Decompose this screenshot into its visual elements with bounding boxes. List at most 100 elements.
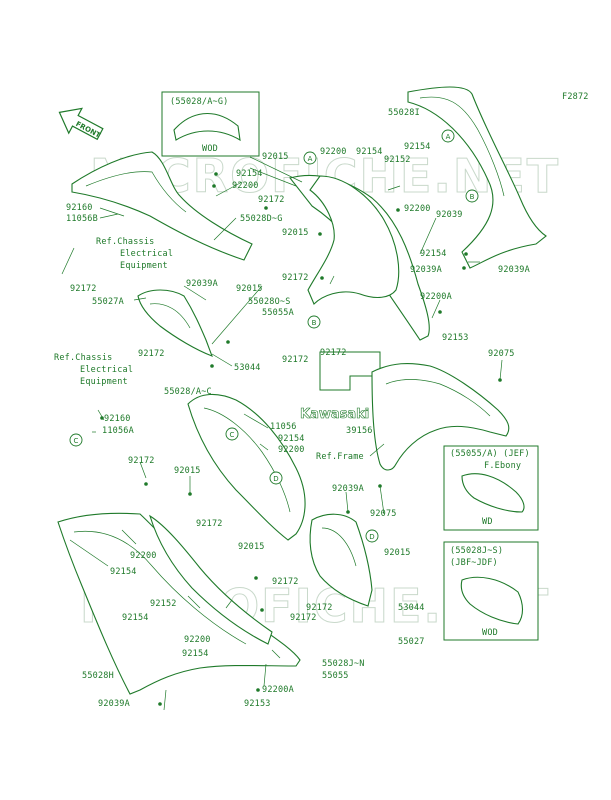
- inset-part-top: [173, 112, 241, 142]
- label-92200-a: 92200: [320, 147, 347, 157]
- label-92154-e: 92154: [278, 434, 305, 444]
- callout-C-center: [225, 427, 239, 441]
- inset-middle-subtitle: F.Ebony: [484, 461, 522, 471]
- fastener-dots: [100, 172, 502, 706]
- label-92015-f: 92015: [238, 542, 265, 552]
- callout-B-right: [465, 189, 479, 203]
- label-55028I: 55028I: [388, 108, 420, 118]
- svg-text:B: B: [312, 319, 317, 327]
- kawasaki-logo-icon: Kawasaki: [300, 351, 381, 422]
- label-92154-h: 92154: [182, 649, 209, 659]
- label-92152-a: 92152: [384, 155, 411, 165]
- inset-top-title: (55028/A~G): [170, 97, 229, 107]
- label-55028O-S: 55028O~S: [248, 297, 291, 307]
- callout-D-center: [269, 471, 283, 485]
- label-92200-c: 92200: [404, 204, 431, 214]
- part-55028J-N: [149, 514, 273, 645]
- label-92172-j: 92172: [306, 603, 333, 613]
- front-arrow-icon: FRONT: [58, 107, 104, 141]
- label-92172-i: 92172: [272, 577, 299, 587]
- label-55028D-G: 55028D~G: [240, 214, 283, 224]
- label-92015-e: 92015: [384, 548, 411, 558]
- svg-text:A: A: [446, 133, 451, 141]
- inset-part-bottom: [460, 576, 524, 625]
- label-92172-e: 92172: [320, 348, 347, 358]
- callout-markers: [69, 129, 479, 543]
- label-92039A-a: 92039A: [186, 279, 218, 289]
- label-92039A-e: 92039A: [98, 699, 130, 709]
- inset-bottom-subtitle: (JBF~JDF): [450, 558, 498, 568]
- inset-part-middle: [461, 473, 525, 513]
- svg-text:B: B: [470, 193, 475, 201]
- label-11056B: 11056B: [66, 214, 98, 224]
- callout-C-left: [69, 433, 83, 447]
- label-92160-b: 92160: [104, 414, 131, 424]
- label-39156: 39156: [346, 426, 373, 436]
- label-92015-a: 92015: [262, 152, 289, 162]
- label-92015-c: 92015: [282, 228, 309, 238]
- label-11056: 11056: [270, 422, 297, 432]
- label-92152-b: 92152: [150, 599, 177, 609]
- label-92153-a: 92153: [442, 333, 469, 343]
- part-ref-frame: [371, 362, 510, 471]
- inset-middle-label: WD: [482, 517, 493, 527]
- svg-text:D: D: [273, 475, 278, 483]
- label-92200A-b: 92200A: [262, 685, 294, 695]
- label-55027: 55027: [398, 637, 425, 647]
- part-55028D-G: [71, 151, 253, 261]
- label-55028H: 55028H: [82, 671, 114, 681]
- label-92075-b: 92075: [370, 509, 397, 519]
- inset-top-label: WOD: [202, 144, 218, 154]
- label-92154-c: 92154: [236, 169, 263, 179]
- callout-A-right: [441, 129, 455, 143]
- label-92172-b: 92172: [70, 284, 97, 294]
- svg-text:C: C: [74, 437, 79, 445]
- label-92039A-c: 92039A: [498, 265, 530, 275]
- part-55027: [309, 513, 373, 607]
- leader-lines: [61, 156, 503, 711]
- label-electrical-a: Electrical: [120, 249, 174, 259]
- label-92172-f: 92172: [138, 349, 165, 359]
- label-55027A: 55027A: [92, 297, 124, 307]
- part-55028-A-C: [187, 393, 306, 541]
- label-92075-a: 92075: [488, 349, 515, 359]
- inset-bottom-title: (55028J~S): [450, 546, 504, 556]
- label-92172-a: 92172: [258, 195, 285, 205]
- label-92200-d: 92200: [278, 445, 305, 455]
- label-55028J-N: 55028J~N: [322, 659, 365, 669]
- part-55027A: [137, 289, 213, 357]
- label-92200-b: 92200: [232, 181, 259, 191]
- label-92015-b: 92015: [236, 284, 263, 294]
- label-92015-d: 92015: [174, 466, 201, 476]
- label-equipment-a: Equipment: [120, 261, 168, 271]
- label-11056A: 11056A: [102, 426, 134, 436]
- label-electrical-b: Electrical: [80, 365, 134, 375]
- label-ref-chassis-b: Ref.Chassis: [54, 353, 113, 363]
- label-92154-g: 92154: [122, 613, 149, 623]
- callout-D-right: [365, 529, 379, 543]
- diagram-id: F2872: [562, 92, 589, 102]
- label-92039A-b: 92039A: [410, 265, 442, 275]
- part-55028H: [57, 512, 301, 695]
- label-92160-a: 92160: [66, 203, 93, 213]
- label-92039: 92039: [436, 210, 463, 220]
- label-ref-chassis-a: Ref.Chassis: [96, 237, 155, 247]
- label-92039A-d: 92039A: [332, 484, 364, 494]
- label-53044-b: 53044: [398, 603, 425, 613]
- part-55028O-S: [307, 175, 400, 305]
- label-92154-d: 92154: [420, 249, 447, 259]
- svg-text:D: D: [369, 533, 374, 541]
- inset-middle-title: (55055/A) (JEF): [450, 449, 530, 459]
- inset-bottom-label: WOD: [482, 628, 498, 638]
- label-55055A: 55055A: [262, 308, 294, 318]
- label-55028-A-C: 55028/A~C: [164, 387, 212, 397]
- label-92172-d: 92172: [282, 355, 309, 365]
- label-92200-e: 92200: [130, 551, 157, 561]
- label-equipment-b: Equipment: [80, 377, 128, 387]
- label-92153-b: 92153: [244, 699, 271, 709]
- svg-text:C: C: [230, 431, 235, 439]
- label-92154-f: 92154: [110, 567, 137, 577]
- label-92172-k: 92172: [290, 613, 317, 623]
- callout-letters: A A B B C C D D: [74, 133, 475, 541]
